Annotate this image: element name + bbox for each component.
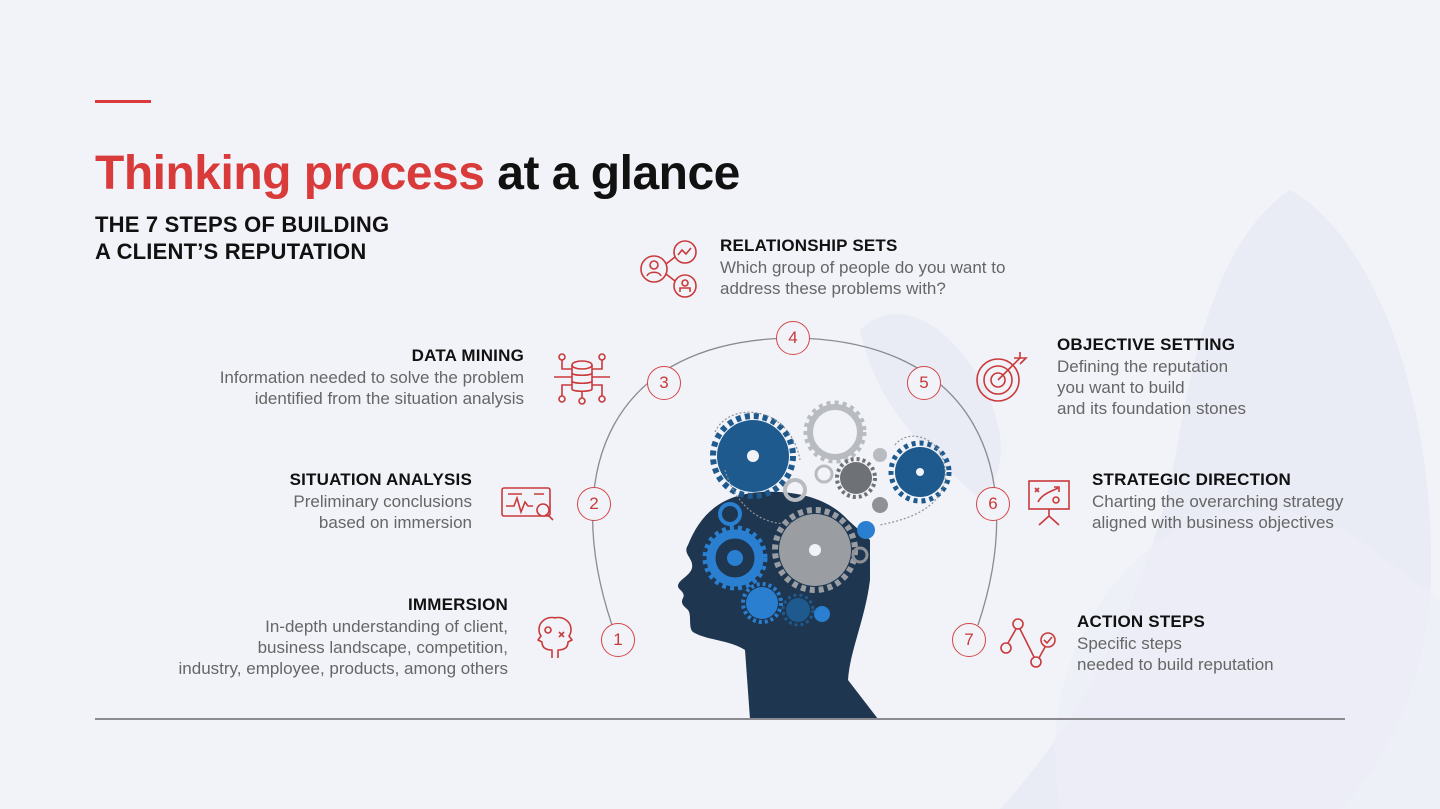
- strategy-board-icon: [1028, 480, 1070, 526]
- page-subtitle: THE 7 STEPS OF BUILDING A CLIENT’S REPUT…: [95, 211, 389, 265]
- step-description: Charting the overarching strategy aligne…: [1092, 492, 1344, 532]
- step-heading: IMMERSION: [407, 595, 508, 614]
- gear-large-blue-icon: [710, 413, 796, 499]
- head-profiles-icon: [537, 616, 573, 658]
- step-description: Preliminary conclusions based on immersi…: [293, 492, 472, 532]
- step-relationship-sets: RELATIONSHIP SETS Which group of people …: [720, 235, 1005, 299]
- gear-small-blue-icon: [718, 448, 888, 627]
- step-immersion: IMMERSION In-depth understanding of clie…: [179, 594, 508, 679]
- chart-magnifier-icon: [501, 487, 554, 521]
- gear-gray-large-icon: [772, 507, 858, 593]
- step-number-6: 6: [976, 487, 1010, 521]
- step-description: Defining the reputation you want to buil…: [1057, 357, 1247, 418]
- accent-bar: [95, 100, 151, 103]
- step-heading: STRATEGIC DIRECTION: [1092, 470, 1291, 489]
- step-description: In-depth understanding of client, busine…: [178, 617, 508, 678]
- step-heading: OBJECTIVE SETTING: [1057, 335, 1236, 354]
- step-situation-analysis: SITUATION ANALYSIS Preliminary conclusio…: [290, 469, 472, 533]
- step-description: Specific steps needed to build reputatio…: [1077, 634, 1274, 674]
- step-objective-setting: OBJECTIVE SETTING Defining the reputatio…: [1057, 334, 1246, 419]
- database-network-icon: [554, 353, 610, 405]
- people-network-icon: [640, 240, 697, 298]
- gear-gray-mid-icon: [835, 457, 877, 499]
- page-title: Thinking process at a glance: [95, 146, 740, 201]
- title-highlight: Thinking process: [95, 147, 485, 200]
- steps-path-icon: [1000, 618, 1056, 668]
- bottom-divider: [95, 718, 1345, 720]
- step-description: Information needed to solve the problem …: [219, 368, 524, 408]
- gear-gray-top-icon: [803, 400, 867, 464]
- step-number-2: 2: [577, 487, 611, 521]
- step-number-4: 4: [776, 321, 810, 355]
- title-rest: at a glance: [484, 147, 740, 200]
- step-strategic-direction: STRATEGIC DIRECTION Charting the overarc…: [1092, 469, 1343, 533]
- gear-right-blue-icon: [888, 440, 952, 504]
- step-heading: SITUATION ANALYSIS: [289, 470, 472, 489]
- step-number-7: 7: [952, 623, 986, 657]
- subtitle-line-2: A CLIENT’S REPUTATION: [95, 239, 367, 264]
- step-number-5: 5: [907, 366, 941, 400]
- step-heading: ACTION STEPS: [1077, 612, 1206, 631]
- step-data-mining: DATA MINING Information needed to solve …: [220, 345, 524, 409]
- gear-blue-left-icon: [702, 525, 768, 591]
- step-action-steps: ACTION STEPS Specific steps needed to bu…: [1077, 611, 1274, 675]
- step-number-1: 1: [601, 623, 635, 657]
- step-number-3: 3: [647, 366, 681, 400]
- step-description: Which group of people do you want to add…: [720, 258, 1006, 298]
- subtitle-line-1: THE 7 STEPS OF BUILDING: [95, 212, 390, 237]
- target-arrow-icon: [976, 352, 1028, 402]
- step-heading: DATA MINING: [411, 346, 524, 365]
- step-heading: RELATIONSHIP SETS: [720, 236, 898, 255]
